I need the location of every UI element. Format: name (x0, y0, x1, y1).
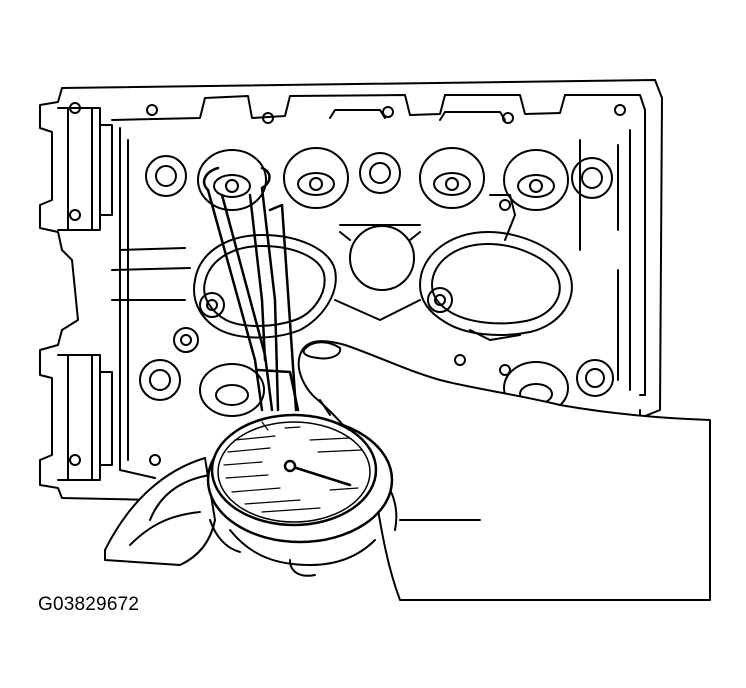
dial-face-shading (224, 422, 362, 512)
valve-seats-top (146, 148, 612, 210)
gauge-needle-hub (285, 461, 295, 471)
cam-journal-bottom (58, 355, 112, 480)
spark-plug-wells (174, 195, 572, 352)
bolt-hole (70, 455, 80, 465)
hand (105, 341, 710, 600)
bolt-hole (150, 455, 160, 465)
head-right-edge (320, 395, 645, 415)
valve-seats-bottom (140, 355, 613, 416)
right-ribs (580, 130, 630, 390)
bolt-hole (383, 107, 393, 117)
bolt-hole (147, 105, 157, 115)
bolt-hole (615, 105, 625, 115)
bolt-hole (263, 113, 273, 123)
inside-caliper (204, 168, 298, 410)
rail-lines (112, 248, 190, 300)
cylinder-head (40, 80, 662, 500)
bolt-hole (70, 210, 80, 220)
cam-journal-top (58, 108, 112, 230)
gauge-needle (290, 466, 350, 485)
top-recess (330, 110, 505, 120)
figure-id-label: G03829672 (38, 594, 140, 615)
bolt-hole (70, 103, 80, 113)
dial-gauge (208, 415, 392, 542)
